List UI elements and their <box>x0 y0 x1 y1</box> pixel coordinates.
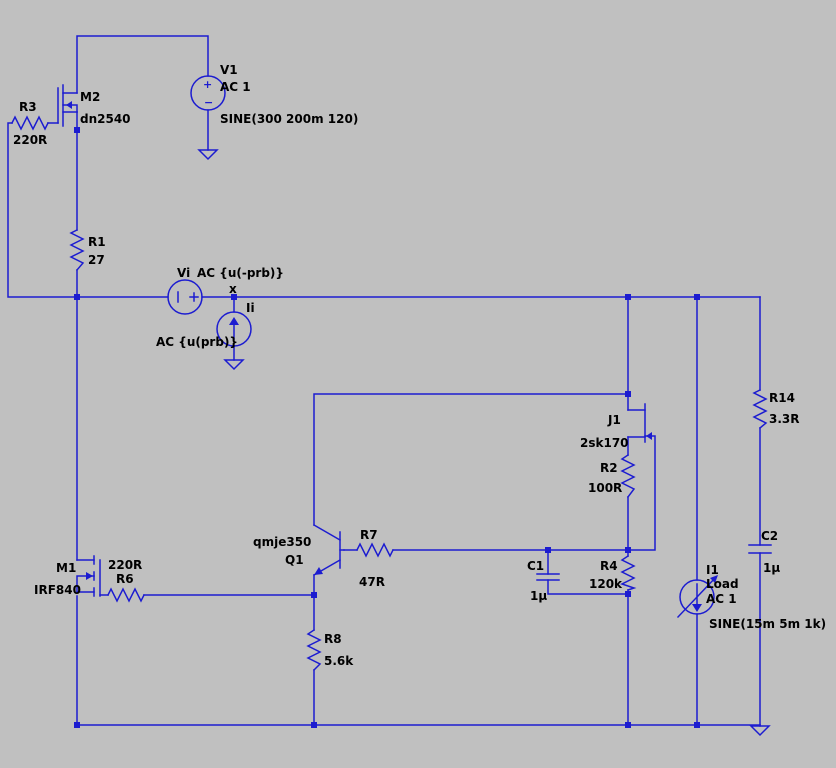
r7-resistor[interactable] <box>355 542 395 558</box>
node-x-label: x <box>229 282 237 296</box>
vi-voltage-source[interactable] <box>167 279 203 315</box>
r4-value: 120k <box>589 577 623 591</box>
r6-value: 220R <box>108 558 142 572</box>
c1-value: 1µ <box>530 589 547 603</box>
j1-jfet[interactable] <box>627 403 652 443</box>
vi-ref: Vi <box>177 266 190 280</box>
ii-ref: Ii <box>246 301 255 315</box>
v1-voltage-source[interactable]: + − <box>190 75 226 111</box>
r2-resistor[interactable] <box>620 453 636 499</box>
r7-ref: R7 <box>360 528 378 542</box>
v1-ref: V1 <box>220 63 238 77</box>
r14-resistor[interactable] <box>752 388 768 430</box>
r4-ref: R4 <box>600 559 618 573</box>
c2-capacitor[interactable] <box>748 544 772 554</box>
r8-resistor[interactable] <box>306 628 322 672</box>
i1-current-source[interactable] <box>676 575 718 619</box>
junctions <box>74 127 700 728</box>
c1-ref: C1 <box>527 559 544 573</box>
i1-name: Load <box>706 577 739 591</box>
r14-value: 3.3R <box>769 412 800 426</box>
m2-ref: M2 <box>80 90 100 104</box>
m1-mosfet[interactable] <box>76 555 101 597</box>
r6-ref: R6 <box>116 572 134 586</box>
svg-text:+: + <box>203 78 212 91</box>
r2-value: 100R <box>588 481 622 495</box>
i1-value: AC 1 <box>706 592 737 606</box>
r2-ref: R2 <box>600 461 618 475</box>
r3-resistor[interactable] <box>10 115 50 131</box>
c2-value: 1µ <box>763 561 780 575</box>
ii-value: AC {u(prb)} <box>156 335 238 349</box>
r6-resistor[interactable] <box>106 587 146 603</box>
m2-mosfet[interactable] <box>57 84 78 127</box>
r1-resistor[interactable] <box>69 228 85 272</box>
v1-spec: SINE(300 200m 120) <box>220 112 358 126</box>
r7-value: 47R <box>359 575 385 589</box>
m2-model: dn2540 <box>80 112 131 126</box>
j1-model: 2sk170 <box>580 436 629 450</box>
r14-ref: R14 <box>769 391 795 405</box>
r8-ref: R8 <box>324 632 342 646</box>
c2-ref: C2 <box>761 529 778 543</box>
q1-npn-transistor[interactable] <box>312 523 345 577</box>
q1-ref: Q1 <box>285 553 304 567</box>
r3-value: 220R <box>13 133 47 147</box>
c1-capacitor[interactable] <box>536 573 560 581</box>
ground-symbols <box>197 149 771 737</box>
r1-value: 27 <box>88 253 105 267</box>
q1-model: qmje350 <box>253 535 311 549</box>
m1-model: IRF840 <box>34 583 81 597</box>
i1-ref: I1 <box>706 563 719 577</box>
wires <box>7 35 761 726</box>
r3-ref: R3 <box>19 100 37 114</box>
m1-ref: M1 <box>56 561 76 575</box>
ii-current-source[interactable] <box>216 311 252 347</box>
i1-spec: SINE(15m 5m 1k) <box>709 617 826 631</box>
r4-resistor[interactable] <box>620 554 637 591</box>
v1-value: AC 1 <box>220 80 251 94</box>
r8-value: 5.6k <box>324 654 354 668</box>
r1-ref: R1 <box>88 235 106 249</box>
j1-ref: J1 <box>607 413 621 427</box>
vi-value: AC {u(-prb)} <box>197 266 284 280</box>
svg-text:−: − <box>204 96 213 109</box>
